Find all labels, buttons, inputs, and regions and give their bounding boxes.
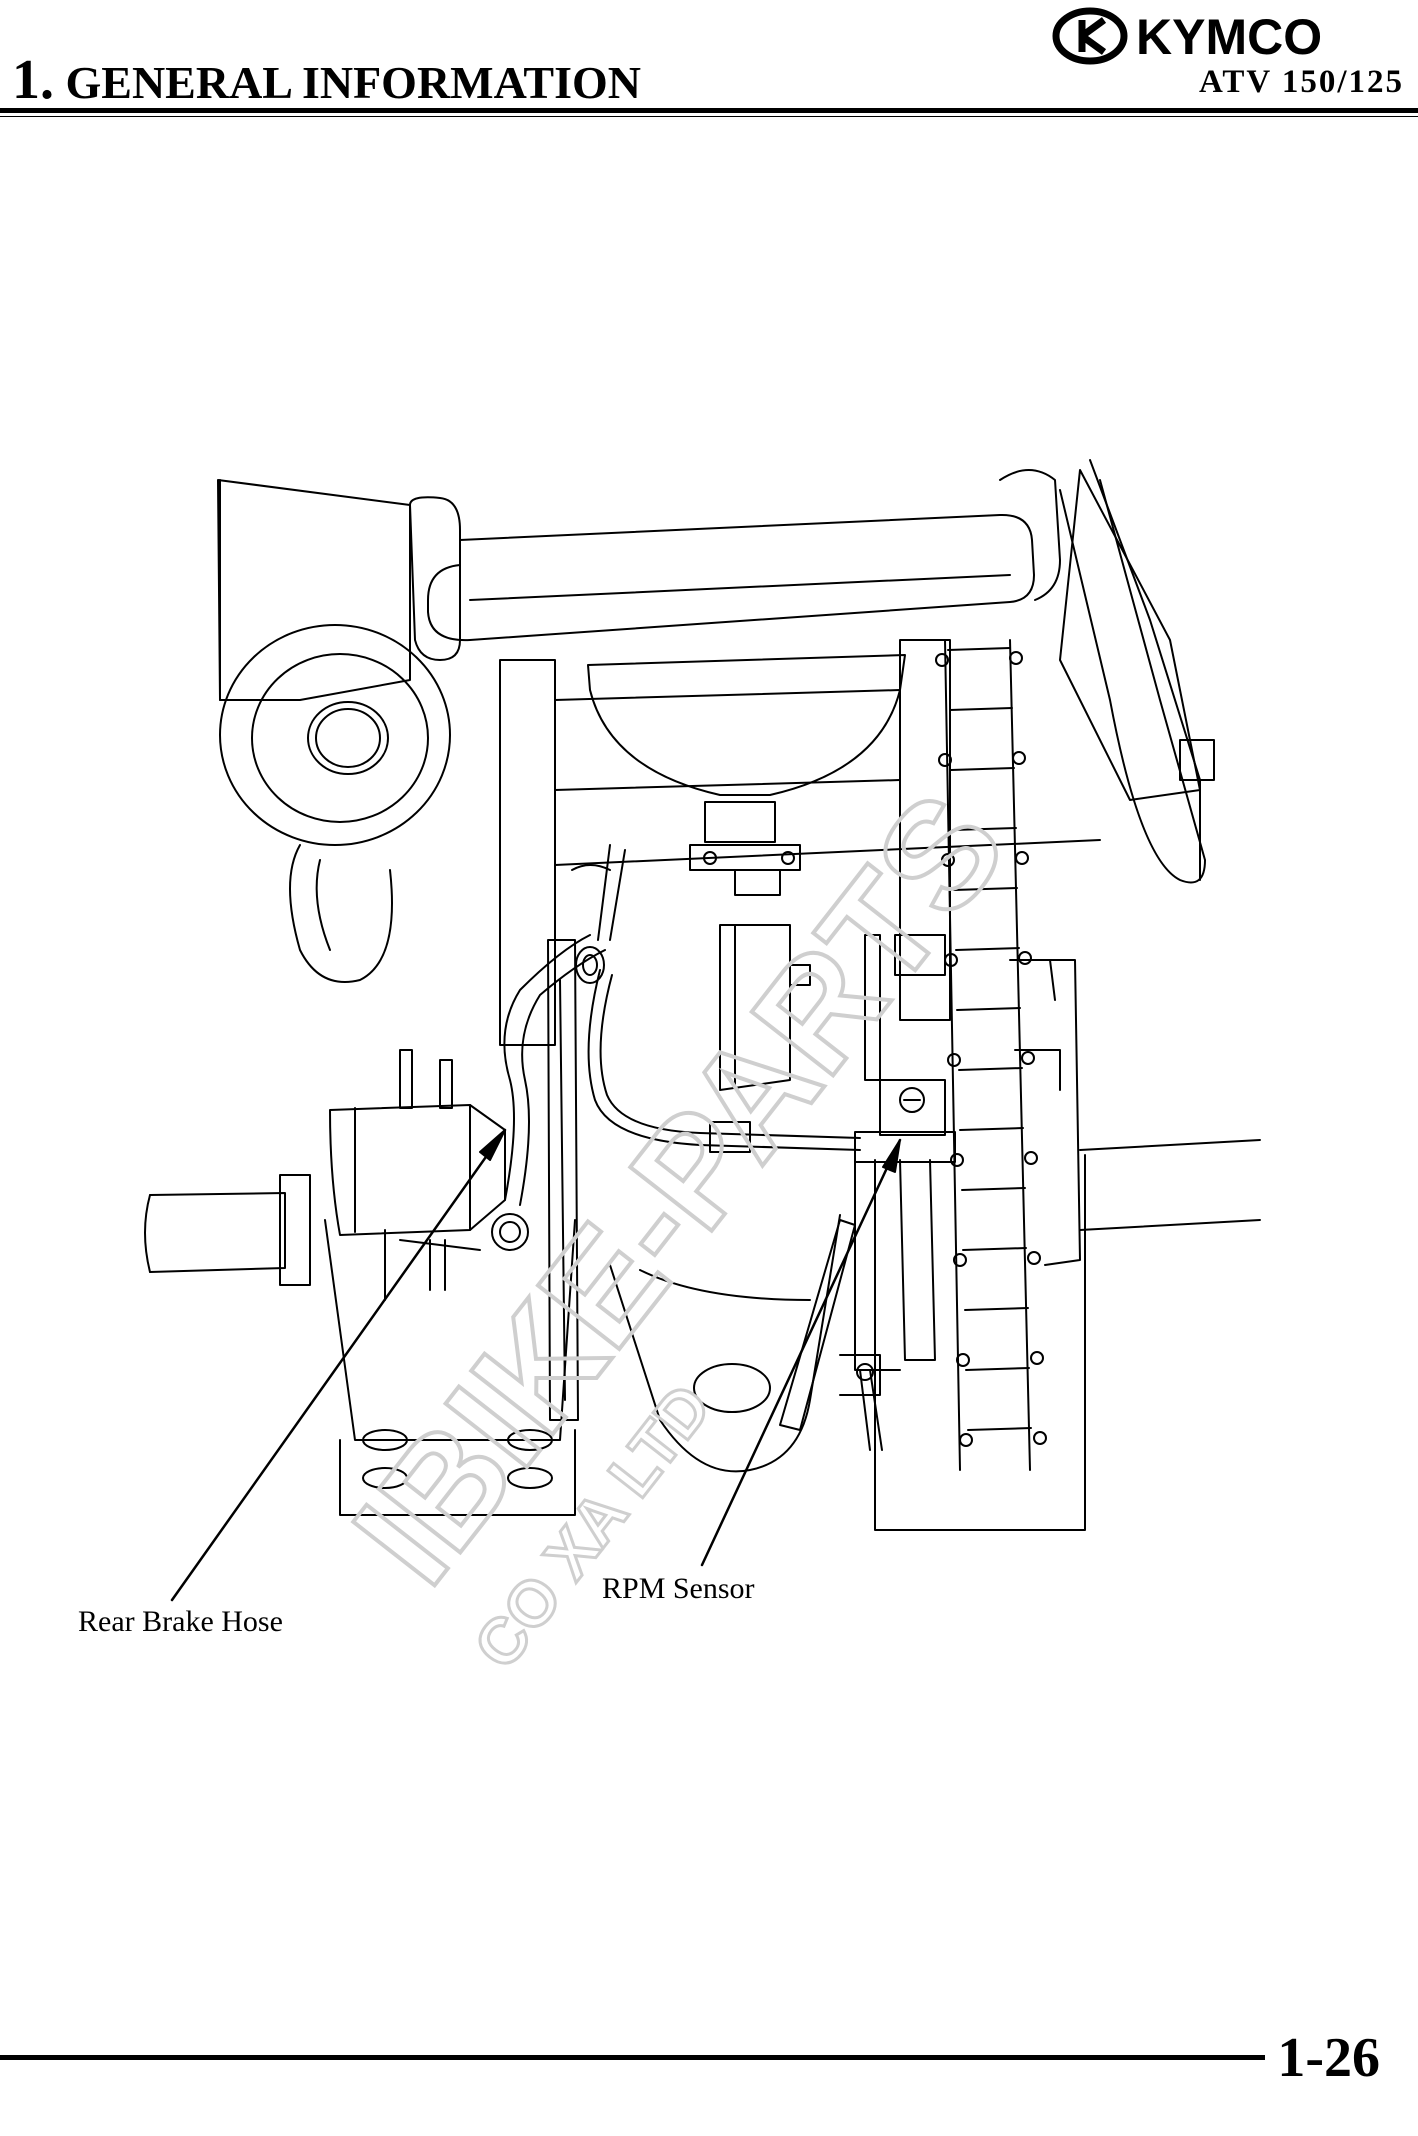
wire-connector xyxy=(709,1121,751,1153)
header-rule xyxy=(0,108,1418,113)
frame-plate-right xyxy=(1059,469,1201,801)
top-mount-funnel xyxy=(587,654,906,796)
model-name: ATV 150/125 xyxy=(1198,64,1404,100)
brake-disc-plate xyxy=(547,939,579,1421)
swingarm-link xyxy=(609,1214,841,1473)
chapter-number: 1. xyxy=(12,49,54,111)
central-frame-right xyxy=(899,639,951,1021)
bleeder-nut xyxy=(491,1213,529,1251)
brake-hose-leader xyxy=(170,1128,507,1602)
tube-right-bend xyxy=(999,469,1061,601)
central-frame-left xyxy=(499,659,556,1046)
axle-right xyxy=(1079,1139,1261,1231)
axle-left xyxy=(149,1192,286,1273)
brand-text: KYMCO xyxy=(1136,9,1322,65)
rear-brake-hose xyxy=(503,934,591,1201)
callout-rpm-sensor: RPM Sensor xyxy=(602,1572,755,1605)
adjuster-bolt xyxy=(859,1369,883,1451)
callout-rear-brake-hose: Rear Brake Hose xyxy=(78,1605,283,1638)
upper-cross-tube xyxy=(427,513,1035,642)
header-rule-thin xyxy=(0,116,1418,117)
brake-caliper xyxy=(329,1104,506,1236)
right-bracket xyxy=(1179,739,1215,781)
bearing-bore xyxy=(307,701,389,775)
hose-clamp xyxy=(575,946,605,984)
axle-collar xyxy=(279,1174,311,1286)
footer-rule xyxy=(0,2055,1265,2060)
chapter-title-text: GENERAL INFORMATION xyxy=(65,57,641,108)
rpm-sensor-body xyxy=(879,1079,946,1136)
drive-chain-right xyxy=(1009,639,1031,1471)
sensor-plate xyxy=(719,924,791,1091)
page-number: 1-26 xyxy=(1277,2027,1380,2089)
bearing-lower-lug xyxy=(289,844,393,983)
link-bore xyxy=(693,1363,771,1413)
stabilizer-arm xyxy=(779,1219,856,1431)
tube-left-bend xyxy=(409,496,461,661)
rpm-sensor-leader xyxy=(700,1138,902,1567)
bearing-housing xyxy=(219,624,451,846)
tube-right-down xyxy=(1059,479,1206,884)
kymco-logo: KYMCO xyxy=(1052,7,1322,65)
sprocket-guard xyxy=(874,1154,1086,1531)
rpm-sensor-screw xyxy=(899,1087,925,1113)
chapter-title: 1. GENERAL INFORMATION xyxy=(12,48,641,112)
caliper-bracket xyxy=(324,1219,576,1441)
frame-plate-left xyxy=(217,479,411,701)
chain-links xyxy=(935,647,1047,1447)
sensor-wire xyxy=(587,969,861,1151)
mount-block xyxy=(704,801,776,843)
caliper-bolt xyxy=(399,1049,413,1109)
